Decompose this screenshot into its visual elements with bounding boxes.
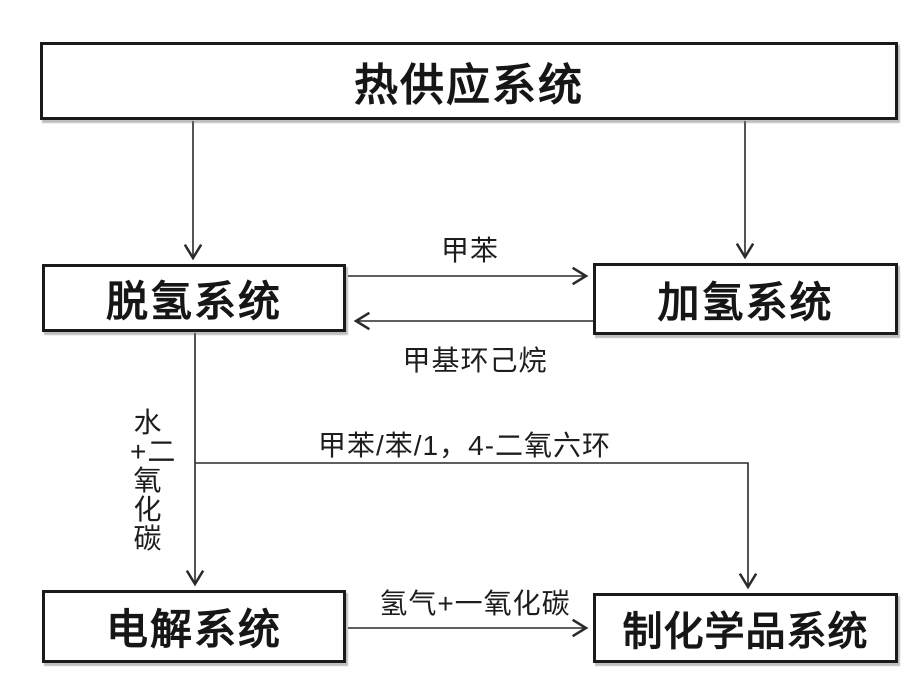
node-chemical-production-label: 制化学品系统 [622,610,869,654]
edge-label-toluene: 甲苯 [440,235,499,266]
node-dehydrogenation-system: 脱氢系统 [42,264,346,332]
edge-dehydro-to-chemical [195,462,758,590]
node-chemical-production-system: 制化学品系统 [593,593,898,663]
edge-label-methylcyclohexane: 甲基环己烷 [402,345,548,376]
node-hydrogenation-label: 加氢系统 [657,278,834,326]
node-heat-supply-label: 热供应系统 [354,61,584,110]
edge-label-water-co2: 水+二氧化碳 [130,407,177,555]
node-heat-supply-system: 热供应系统 [40,42,898,120]
node-electrolysis-system: 电解系统 [42,590,346,663]
node-electrolysis-label: 电解系统 [105,606,282,653]
node-dehydrogenation-label: 脱氢系统 [105,277,282,325]
edge-label-toluene-benzene-dioxane: 甲苯/苯/1，4-二氧六环 [318,430,612,461]
node-hydrogenation-system: 加氢系统 [593,263,898,335]
edge-label-hydrogen-co: 氢气+一氧化碳 [379,588,571,619]
